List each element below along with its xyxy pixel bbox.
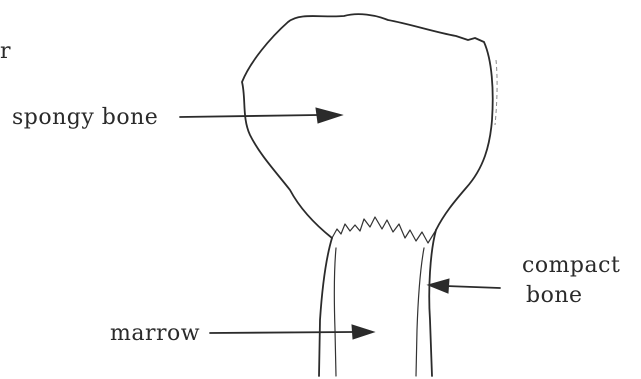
faint-mark-right <box>495 60 497 125</box>
shaft-right-outer-wall <box>429 230 436 376</box>
shaft-left-outer-wall <box>319 238 332 376</box>
marrow-arrowhead <box>352 325 374 339</box>
epiphyseal-line <box>332 217 436 243</box>
spongy-bone-label: spongy bone <box>12 105 158 130</box>
marrow-label: marrow <box>110 321 200 346</box>
edge-fragment-label: r <box>0 39 11 64</box>
shaft-right-inner-wall <box>416 248 424 376</box>
spongy-bone-arrow-line <box>180 115 318 117</box>
spongy-bone-arrowhead <box>316 108 342 123</box>
compact-bone-arrowhead <box>428 279 449 293</box>
marrow-arrow-line <box>210 332 352 333</box>
bone-head-outline <box>242 14 493 238</box>
compact-bone-label-line2: bone <box>526 283 583 308</box>
shaft-left-inner-wall <box>334 248 336 376</box>
compact-bone-label-line1: compact <box>522 253 620 278</box>
compact-bone-arrow-line <box>446 286 500 288</box>
